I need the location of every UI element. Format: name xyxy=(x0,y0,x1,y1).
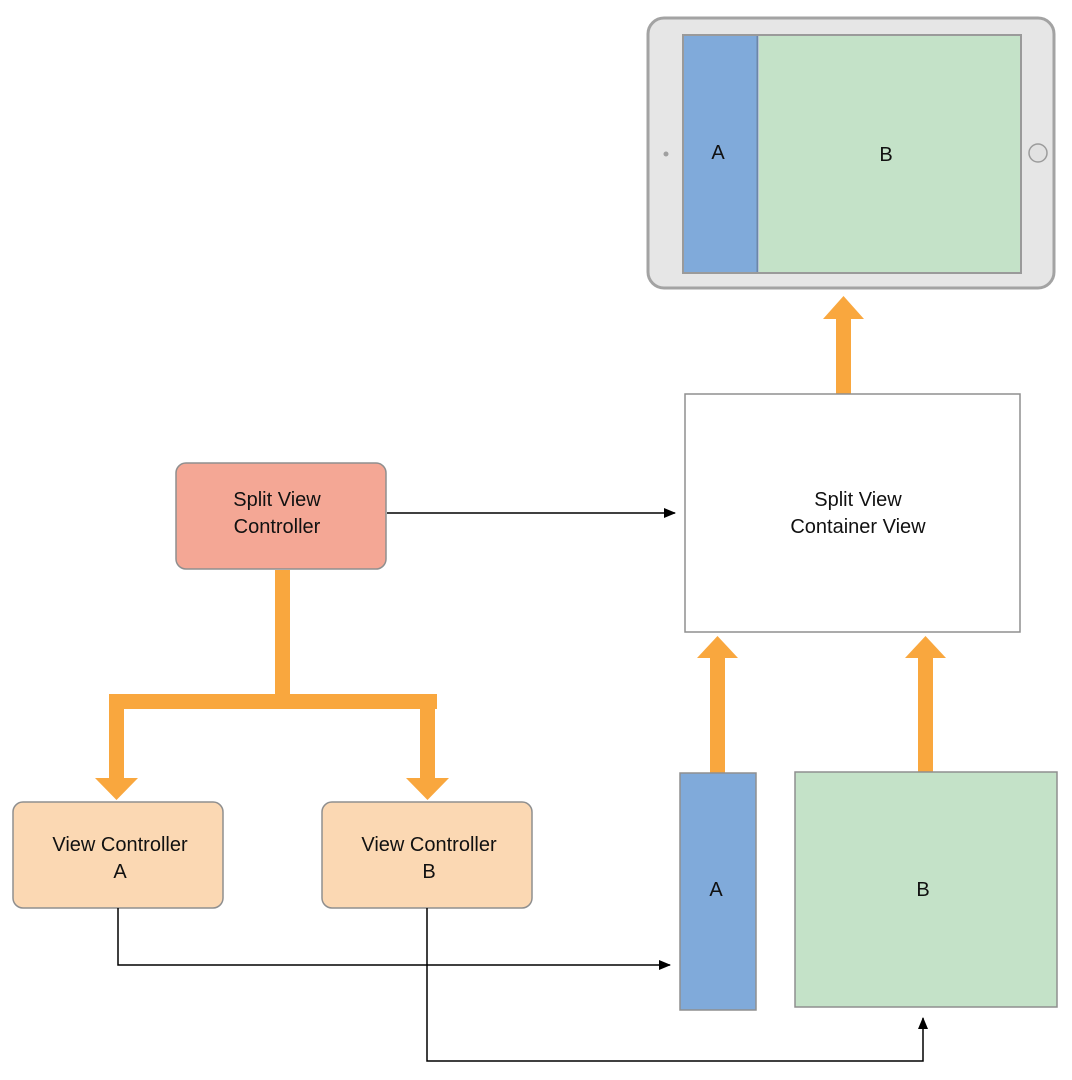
ipad-pane-b-label: B xyxy=(879,144,892,166)
split-view-controller-label-line2: Controller xyxy=(234,516,321,538)
view-a-label: A xyxy=(709,879,723,901)
split-view-controller: Split View Controller xyxy=(175,462,387,570)
container-to-device-arrow xyxy=(823,296,864,395)
container-view-label-line1: Split View xyxy=(814,489,902,511)
hierarchy-tree-connector xyxy=(95,570,449,800)
ipad-pane-b xyxy=(759,36,1020,272)
view-controller-a-label-line1: View Controller xyxy=(52,834,188,856)
ipad-camera-icon xyxy=(663,151,669,157)
view-controller-b-label-line2: B xyxy=(422,861,435,883)
view-controller-b: View Controller B xyxy=(321,801,533,909)
container-view-label-line2: Container View xyxy=(790,516,926,538)
view-controller-a-label-line2: A xyxy=(113,861,127,883)
view-b-to-container-arrow xyxy=(905,636,946,772)
ipad-device: A B xyxy=(646,16,1056,290)
split-view-container-view: Split View Container View xyxy=(684,393,1021,633)
view-a: A xyxy=(679,772,757,1011)
ipad-pane-a-label: A xyxy=(711,142,725,164)
view-controller-a: View Controller A xyxy=(12,801,224,909)
view-controller-b-label-line1: View Controller xyxy=(361,834,497,856)
view-b-label: B xyxy=(916,879,929,901)
split-view-controller-label-line1: Split View xyxy=(233,489,321,511)
ipad-home-button-icon xyxy=(1028,143,1048,163)
ipad-pane-a xyxy=(684,36,757,272)
view-b: B xyxy=(794,771,1058,1008)
view-controller-b-to-view-b-connector xyxy=(426,908,928,1062)
view-controller-a-to-view-a-connector xyxy=(117,908,671,970)
view-a-to-container-arrow xyxy=(697,636,738,773)
